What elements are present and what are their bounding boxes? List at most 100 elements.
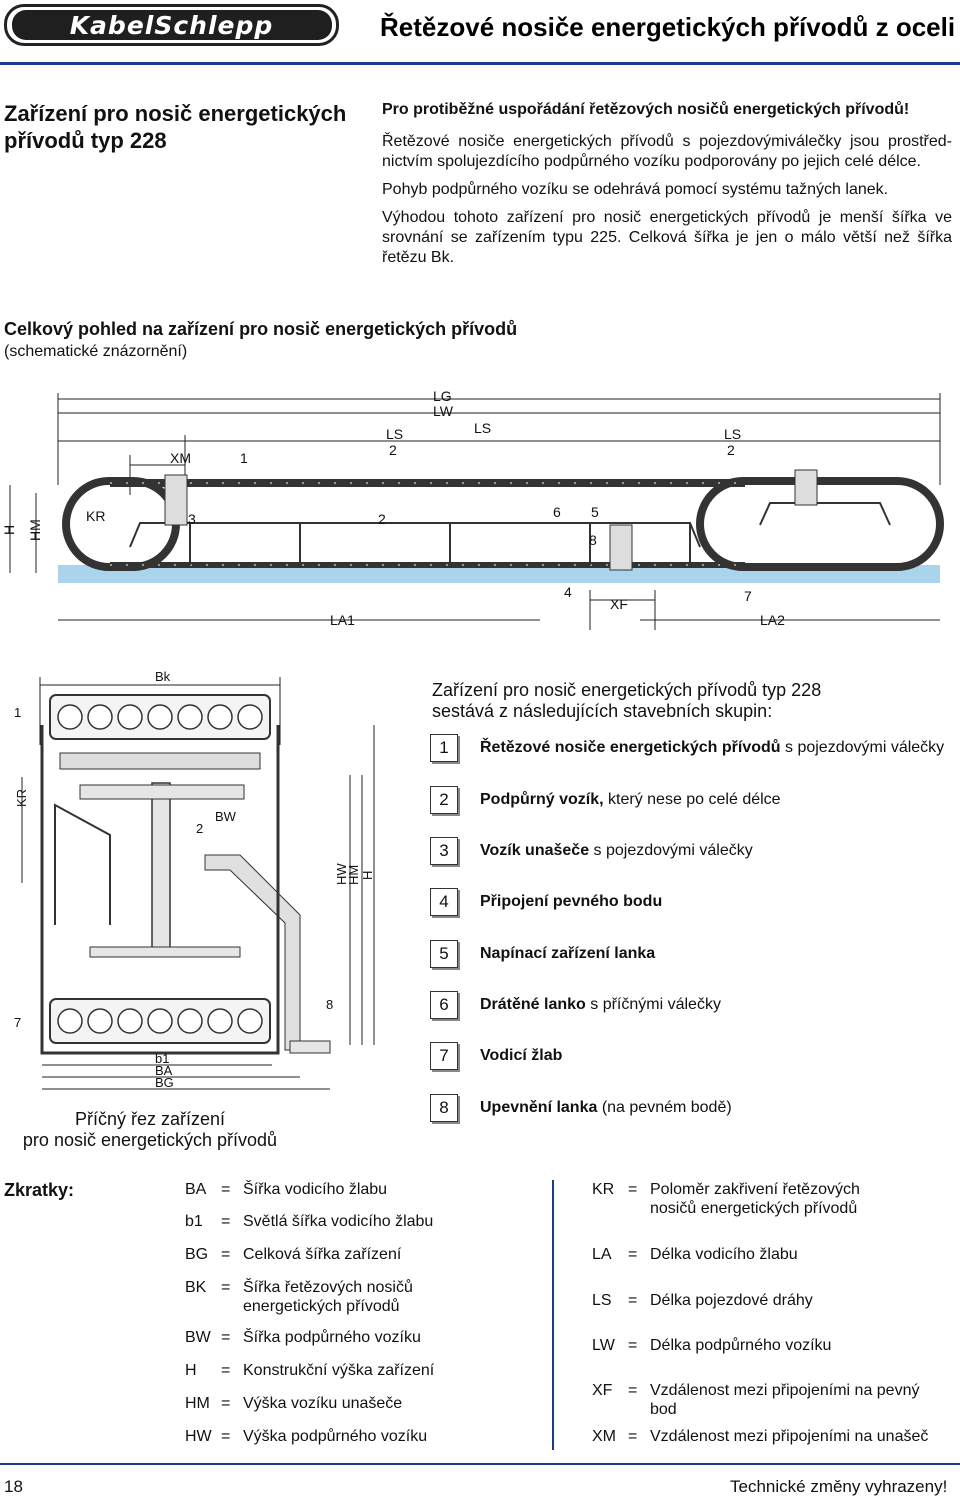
component-number: 6 bbox=[430, 991, 458, 1019]
label-2: 2 bbox=[196, 821, 203, 836]
label-7: 7 bbox=[14, 1015, 21, 1030]
abbr-row: BA=Šířka vodicího žlabu bbox=[185, 1180, 525, 1200]
label-la1: LA1 bbox=[330, 612, 355, 628]
component-name: Drátěné lanko bbox=[480, 996, 586, 1013]
abbr-equals: = bbox=[221, 1213, 231, 1230]
abbr-definition: Vzdálenost mezi připojeními na pevný bod bbox=[650, 1382, 920, 1418]
label-xf: XF bbox=[610, 596, 628, 612]
abbr-definition: Šířka řetězových nosičů energetických př… bbox=[243, 1279, 413, 1315]
abbreviations-label: Zkratky: bbox=[4, 1180, 75, 1200]
intro-paragraph: Výhodou tohoto zařízení pro nosič energe… bbox=[382, 209, 952, 266]
component-item: 2 Podpůrný vozík, který nese po celé délc… bbox=[430, 786, 781, 814]
chain-loop-right bbox=[696, 477, 944, 571]
intro-lead: Pro protiběžné uspořádání řetězových nos… bbox=[382, 101, 910, 118]
label-1: 1 bbox=[240, 450, 248, 466]
label-two: 2 bbox=[389, 442, 397, 458]
component-detail: s příčnými válečky bbox=[585, 996, 721, 1013]
overview-title: Celkový pohled na zařízení pro nosič ene… bbox=[4, 319, 518, 339]
overview-diagram: LG LW LS LS 2 LS 2 XM 1 H HM KR 3 2 6 5 … bbox=[1, 388, 944, 630]
label-kr: KR bbox=[86, 508, 105, 524]
abbr-equals: = bbox=[628, 1337, 638, 1354]
component-name: Upevnění lanka bbox=[480, 1099, 598, 1116]
intro-paragraph: Řetězové nosiče energetických přívodů s … bbox=[382, 133, 952, 170]
component-name: Napínací zařízení lanka bbox=[480, 945, 656, 962]
abbr-equals: = bbox=[628, 1292, 638, 1309]
abbr-row: BG=Celková šířka zařízení bbox=[185, 1245, 525, 1265]
tension-device bbox=[794, 469, 818, 506]
abbr-definition: Délka podpůrného vozíku bbox=[650, 1337, 832, 1354]
label-hw: HW bbox=[334, 863, 349, 885]
guide-trough bbox=[58, 565, 940, 583]
component-detail: který nese po celé délce bbox=[603, 791, 781, 808]
component-number: 5 bbox=[430, 940, 458, 968]
abbr-symbol: HW bbox=[185, 1428, 212, 1445]
abbr-row: XM=Vzdálenost mezi připojeními na unašeč bbox=[592, 1427, 952, 1447]
support-cart-top bbox=[79, 784, 245, 800]
abbr-equals: = bbox=[628, 1246, 638, 1263]
label-two: 2 bbox=[727, 442, 735, 458]
label-hm: HM bbox=[346, 865, 361, 885]
label-ls: LS bbox=[474, 420, 491, 436]
driver-arm bbox=[204, 854, 301, 1051]
label-4: 4 bbox=[564, 584, 572, 600]
component-name: Vozík unašeče bbox=[480, 842, 590, 859]
abbr-definition: Výška vozíku unašeče bbox=[243, 1395, 403, 1412]
label-b1: b1 bbox=[155, 1051, 169, 1066]
abbr-equals: = bbox=[221, 1181, 231, 1198]
abbr-row: HW = Výška podpůrného vozíku bbox=[185, 1427, 525, 1447]
label-hm: HM bbox=[27, 519, 43, 541]
abbr-row: LW=Délka podpůrného vozíku bbox=[592, 1336, 952, 1356]
abbr-row: H=Konstrukční výška zařízení bbox=[185, 1361, 525, 1381]
abbr-row: HM=Výška vozíku unašeče bbox=[185, 1394, 525, 1414]
abbr-definition: Výška podpůrného vozíku bbox=[243, 1428, 428, 1445]
label-6: 6 bbox=[553, 504, 561, 520]
label-8: 8 bbox=[589, 532, 597, 548]
overview-subtitle: (schematické znázornění) bbox=[4, 343, 188, 360]
abbr-definition: Světlá šířka vodicího žlabu bbox=[243, 1213, 434, 1230]
abbr-symbol: H bbox=[185, 1362, 197, 1379]
abbr-row: LA=Délka vodicího žlabu bbox=[592, 1245, 952, 1265]
abbr-row: XF=Vzdálenost mezi připojeními na pevný … bbox=[592, 1381, 952, 1418]
label-lg: LG bbox=[433, 388, 452, 404]
abbr-equals: = bbox=[221, 1428, 231, 1445]
abbr-symbol: LS bbox=[592, 1292, 612, 1309]
label-3: 3 bbox=[188, 511, 196, 527]
abbr-symbol: HM bbox=[185, 1395, 210, 1412]
fixed-point-connection bbox=[609, 524, 633, 571]
component-name: Podpůrný vozík, bbox=[480, 791, 604, 808]
abbr-row: BW=Šířka podpůrného vozíku bbox=[185, 1328, 525, 1348]
abbr-equals: = bbox=[221, 1246, 231, 1263]
component-number: 2 bbox=[430, 786, 458, 814]
kabelschlepp-logo: KabelSchlepp bbox=[4, 4, 339, 46]
abbr-row: BK=Šířka řetězových nosičů energetických… bbox=[185, 1278, 525, 1318]
label-ba: BA bbox=[155, 1063, 173, 1078]
label-lw: LW bbox=[433, 403, 454, 419]
label-7: 7 bbox=[744, 588, 752, 604]
label-bg: BG bbox=[155, 1075, 174, 1090]
section-heading: Zařízení pro nosič energetických přívodů… bbox=[4, 101, 347, 153]
label-ls2: LS bbox=[386, 426, 403, 442]
abbr-symbol: BK bbox=[185, 1279, 207, 1296]
abbr-row: LS=Délka pojezdové dráhy bbox=[592, 1291, 952, 1311]
component-name: Připojení pevného bodu bbox=[480, 893, 663, 910]
intro-paragraph: Pohyb podpůrného vozíku se odehrává pomo… bbox=[382, 181, 889, 198]
caption-line: Příčný řez zařízení bbox=[74, 1109, 226, 1129]
component-number: 4 bbox=[430, 888, 458, 916]
footer-note: Technické změny vyhrazeny! bbox=[730, 1477, 948, 1496]
abbr-definition: Šířka podpůrného vozíku bbox=[243, 1329, 421, 1346]
label-8: 8 bbox=[326, 997, 333, 1012]
label-bk: Bk bbox=[155, 669, 171, 684]
component-name: Řetězové nosiče energetických přívodů bbox=[480, 739, 781, 756]
component-number: 1 bbox=[430, 734, 458, 762]
title-rule bbox=[0, 62, 960, 65]
label-la2: LA2 bbox=[760, 612, 785, 628]
intro-text: Pro protiběžné uspořádání řetězových nos… bbox=[382, 100, 952, 276]
abbr-equals: = bbox=[628, 1382, 638, 1399]
label-h: H bbox=[360, 871, 375, 880]
component-number: 7 bbox=[430, 1042, 458, 1070]
component-number: 3 bbox=[430, 837, 458, 865]
